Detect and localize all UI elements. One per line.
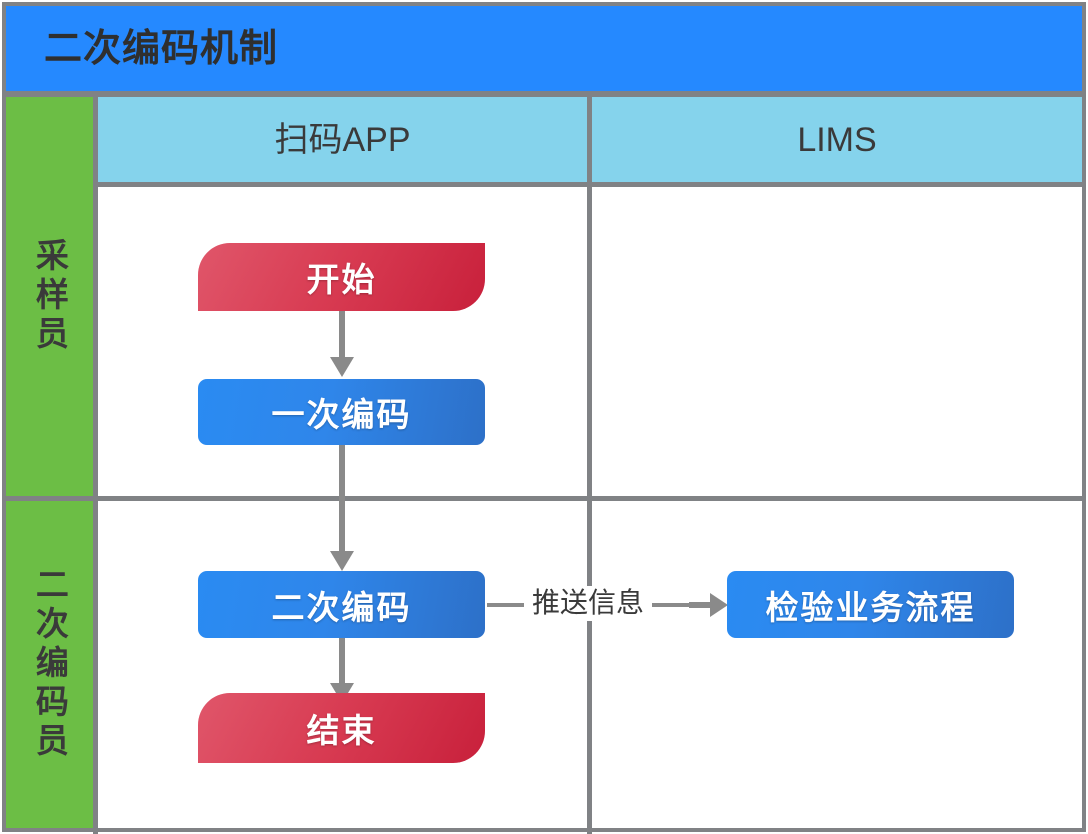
- column-header-app-label: 扫码APP: [274, 120, 411, 159]
- connector-secondary-to-inspection-arrowhead: [710, 593, 728, 617]
- grid-line-under-title: [2, 91, 1086, 97]
- connector-primary-to-secondary-stem: [339, 443, 345, 555]
- node-inspection-process[interactable]: 检验业务流程: [727, 571, 1014, 638]
- node-primary-coding[interactable]: 一次编码: [198, 379, 485, 445]
- lane-label-sampler: 采样员: [6, 97, 93, 496]
- connector-primary-to-secondary-arrowhead: [330, 551, 354, 571]
- connector-secondary-to-end-stem: [339, 637, 345, 685]
- column-header-lims-label: LIMS: [797, 120, 877, 159]
- lane-label-coder-text: 二次编码员: [31, 567, 69, 762]
- grid-line-lane-divider: [2, 496, 1086, 501]
- connector-secondary-to-inspection-stem: [689, 602, 711, 608]
- node-end-label: 结束: [306, 712, 377, 749]
- connector-start-to-primary-stem: [339, 311, 345, 359]
- node-end[interactable]: 结束: [198, 693, 485, 763]
- column-header-app: 扫码APP: [98, 97, 587, 182]
- column-header-lims: LIMS: [592, 97, 1082, 182]
- node-secondary-coding-label: 二次编码: [271, 588, 412, 626]
- node-start-label: 开始: [306, 261, 377, 298]
- connector-label-push-info: 推送信息: [524, 586, 653, 621]
- page-title: 二次编码机制: [44, 27, 279, 70]
- node-primary-coding-label: 一次编码: [271, 396, 412, 433]
- lane-label-sampler-text: 采样员: [31, 238, 69, 355]
- node-inspection-process-label: 检验业务流程: [765, 588, 976, 626]
- node-start[interactable]: 开始: [198, 243, 485, 311]
- grid-line-role-column: [93, 91, 98, 834]
- grid-line-column-divider: [587, 97, 592, 834]
- connector-start-to-primary-arrowhead: [330, 357, 354, 377]
- node-secondary-coding[interactable]: 二次编码: [198, 571, 485, 638]
- lane-label-coder: 二次编码员: [6, 501, 93, 828]
- diagram-title-bar: 二次编码机制: [6, 6, 1082, 91]
